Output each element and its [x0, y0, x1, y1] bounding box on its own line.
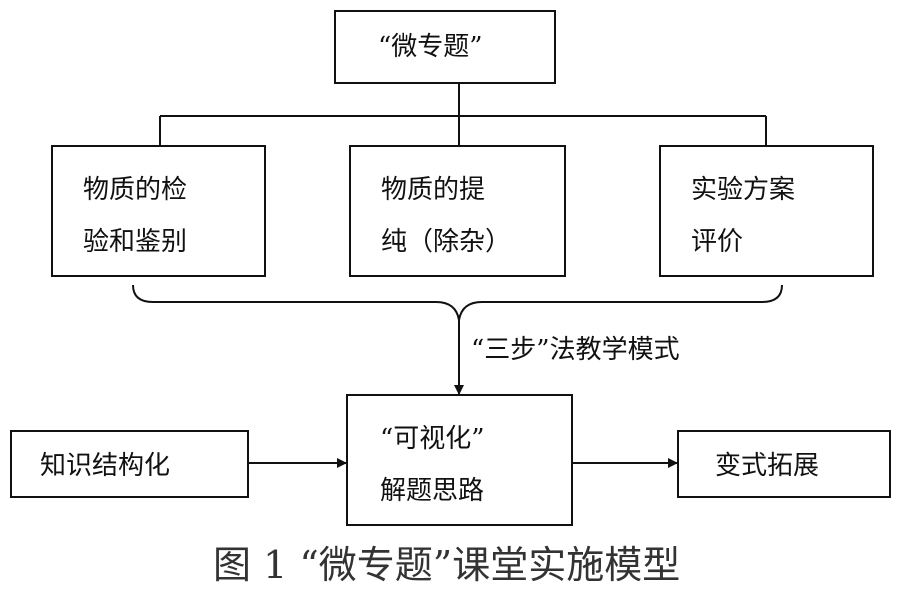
branch-label-line1: 实验方案 — [691, 175, 796, 205]
figure-caption: 图 1 “微专题”课堂实施模型 — [213, 543, 681, 587]
branch-label-line2: 评价 — [691, 227, 744, 257]
top-node-label: “微专题” — [378, 32, 483, 62]
method-label: “三步”法教学模式 — [471, 335, 680, 365]
branch-box-evaluation: 实验方案 评价 — [659, 145, 874, 277]
top-node-box: “微专题” — [334, 10, 556, 84]
center-node-box: “可视化” 解题思路 — [346, 394, 573, 526]
branch-label-line2: 纯（除杂） — [381, 227, 512, 257]
right-node-box: 变式拓展 — [677, 430, 891, 498]
left-node-label: 知识结构化 — [40, 451, 171, 481]
center-node-line2: 解题思路 — [380, 476, 485, 506]
right-node-label: 变式拓展 — [715, 451, 820, 481]
curly-brace — [132, 284, 783, 321]
center-node-line1: “可视化” — [380, 424, 485, 454]
branch-box-purification: 物质的提 纯（除杂） — [349, 145, 566, 277]
branch-box-inspection: 物质的检 验和鉴别 — [51, 145, 266, 277]
branch-label-line1: 物质的检 — [83, 175, 188, 205]
left-node-box: 知识结构化 — [10, 430, 249, 498]
branch-label-line1: 物质的提 — [381, 175, 486, 205]
branch-label-line2: 验和鉴别 — [83, 227, 188, 257]
